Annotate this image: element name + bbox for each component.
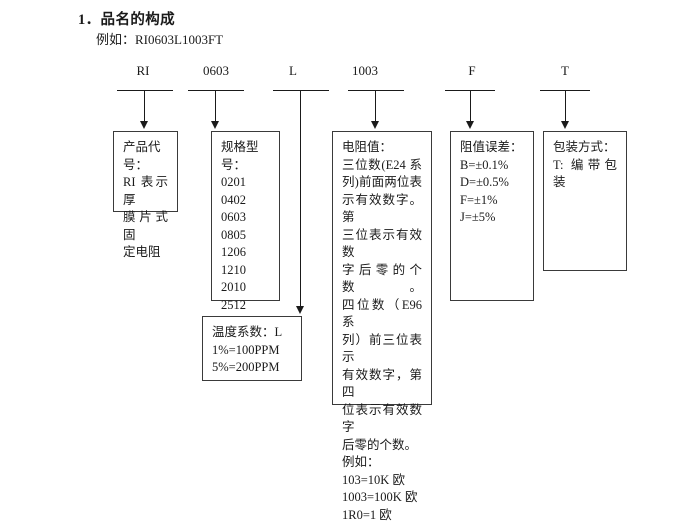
document-page: 1．品名的构成 例如：RI0603L1003FT RI 0603 L 1003 … [0,0,695,436]
connector-stem-size-code [215,90,216,123]
temperature-coefficient-box: 温度系数：L 1%=100PPM 5%=200PPM [202,316,302,381]
connector-arrow-product-code [140,121,148,129]
resistance-title: 电阻值： [342,139,422,157]
temperature-coefficient-line: 5%=200PPM [212,359,292,377]
packaging-line: T: 编带包 [553,157,617,175]
resistance-value-box: 电阻值： 三位数(E24 系 列)前面两位表 示有效数字。第 三位表示有效数 字… [332,131,432,405]
connector-arrow-resistance-code [371,121,379,129]
size-option: 0201 [221,174,270,192]
packaging-title: 包装方式： [553,139,617,157]
size-option: 1206 [221,244,270,262]
size-option: 0603 [221,209,270,227]
resistance-line: 字后零的个数。 [342,262,422,297]
resistance-example: 1003=100K 欧 [342,489,422,507]
size-option: 1210 [221,262,270,280]
connector-arrow-packaging-code [561,121,569,129]
product-code-line-2: 膜片式固 [123,209,168,244]
connector-bar-size-code [188,90,244,91]
connector-stem-tolerance-code [470,90,471,123]
temperature-coefficient-title: 温度系数：L [212,324,292,342]
resistance-line: 四位数（E96 系 [342,297,422,332]
product-code-box: 产品代号： RI 表示厚 膜片式固 定电阻 [113,131,178,212]
connector-bar-temperature-code [273,90,329,91]
resistance-example: 1R0=1 欧 [342,507,422,524]
segment-label-temperature-code: L [275,63,311,79]
tolerance-title: 阻值误差： [460,139,524,157]
size-option: 2010 [221,279,270,297]
packaging-box: 包装方式： T: 编带包 装 [543,131,627,271]
connector-stem-temperature-code [300,90,301,308]
product-code-line-3: 定电阻 [123,244,168,262]
product-code-title: 产品代号： [123,139,168,174]
connector-stem-product-code [144,90,145,123]
resistance-line: 三位表示有效数 [342,227,422,262]
segment-label-product-code: RI [123,63,163,79]
connector-arrow-temperature-code [296,306,304,314]
size-option: 2512 [221,297,270,315]
tolerance-option: B=±0.1% [460,157,524,175]
resistance-line: 后零的个数。 [342,437,422,455]
resistance-line: 有效数字，第四 [342,367,422,402]
resistance-line: 列)前面两位表 [342,174,422,192]
segment-label-size-code: 0603 [190,63,242,79]
size-option: 0402 [221,192,270,210]
example-part-number: 例如：RI0603L1003FT [96,29,223,48]
tolerance-option: D=±0.5% [460,174,524,192]
tolerance-option: J=±5% [460,209,524,227]
tolerance-box: 阻值误差： B=±0.1% D=±0.5% F=±1% J=±5% [450,131,534,301]
segment-label-resistance-code: 1003 [337,63,393,79]
packaging-line: 装 [553,174,617,192]
connector-bar-product-code [117,90,173,91]
connector-arrow-size-code [211,121,219,129]
resistance-example: 103=10K 欧 [342,472,422,490]
connector-bar-resistance-code [348,90,404,91]
segment-label-tolerance-code: F [447,63,497,79]
size-code-title: 规格型号： [221,139,270,174]
resistance-line: 三位数(E24 系 [342,157,422,175]
resistance-line: 示有效数字。第 [342,192,422,227]
connector-arrow-tolerance-code [466,121,474,129]
segment-label-packaging-code: T [540,63,590,79]
tolerance-option: F=±1% [460,192,524,210]
connector-stem-resistance-code [375,90,376,123]
size-code-box: 规格型号： 0201 0402 0603 0805 1206 1210 2010… [211,131,280,301]
page-title: 1．品名的构成 [78,8,175,29]
product-code-line-1: RI 表示厚 [123,174,168,209]
resistance-example-label: 例如： [342,454,422,472]
resistance-line: 位表示有效数字 [342,402,422,437]
temperature-coefficient-line: 1%=100PPM [212,342,292,360]
connector-stem-packaging-code [565,90,566,123]
size-option: 0805 [221,227,270,245]
resistance-line: 列）前三位表示 [342,332,422,367]
